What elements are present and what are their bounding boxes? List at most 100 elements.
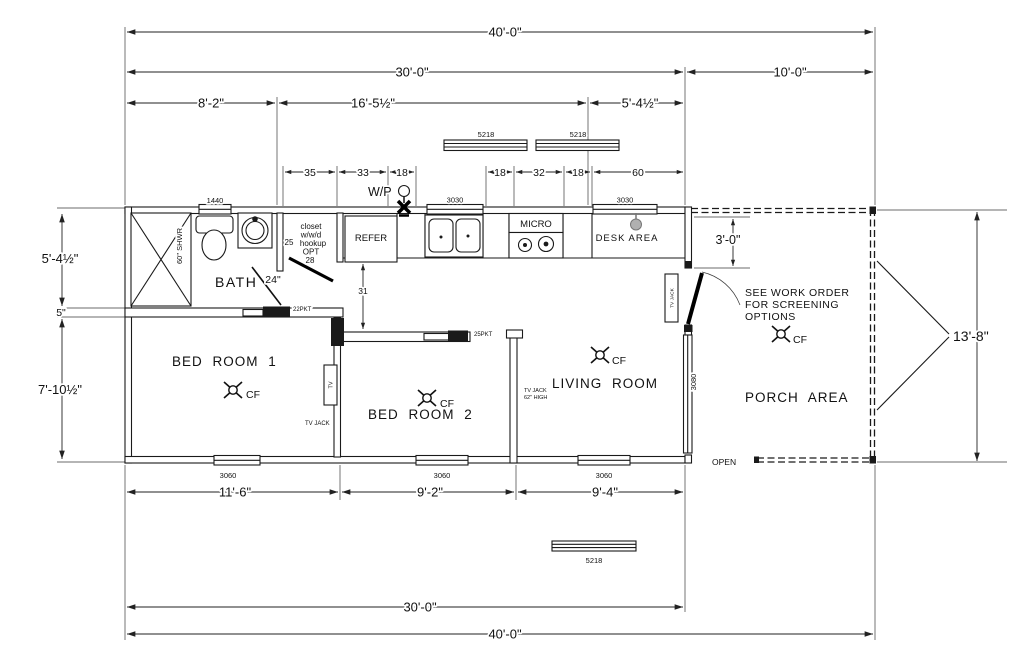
note-screening-2: FOR SCREENING (745, 299, 839, 311)
window-label-3060-bed1: 3060 (220, 471, 237, 480)
label-tv-jack-living-1: TV JACK (524, 388, 547, 394)
window-label-3060-living: 3060 (596, 471, 613, 480)
window-3060-bed2 (415, 454, 469, 466)
dim-bottom-bed1: 11'-6" (219, 485, 252, 500)
window-label-3030-sink: 3030 (447, 196, 464, 205)
dim-inch-33: 33 (357, 167, 369, 179)
dim-bottom-bed2: 9'-2" (417, 485, 443, 500)
dim-inch-18b: 18 (494, 167, 506, 179)
pocket-door-bed2 (423, 330, 468, 342)
dim-bottom-living: 9'-4" (592, 485, 618, 500)
window-5218-symbol-bottom (551, 540, 637, 552)
dim-main-bottom: 30'-0" (403, 600, 437, 615)
window-label-1440: 1440 (207, 196, 224, 205)
dim-inch-18a: 18 (396, 167, 408, 179)
dim-bath-door: 24" (265, 274, 281, 286)
dim-inch-35: 35 (304, 167, 316, 179)
room-label-bed2: BED ROOM 2 (368, 407, 473, 422)
room-label-desk-area: DESK AREA (596, 233, 659, 244)
closet-door (288, 256, 334, 283)
water-heater-symbol (396, 184, 412, 217)
room-label-porch: PORCH AREA (745, 390, 849, 405)
porch-post (754, 456, 759, 463)
window-label-3030-desk: 3030 (617, 196, 634, 205)
tv-label-rotated: TV (329, 381, 335, 388)
ceiling-fan-bed2 (417, 389, 437, 407)
dim-seg-desk: 5'-4½" (622, 96, 659, 111)
dimension-lines (59, 29, 980, 637)
room-label-bed1: BED ROOM 1 (172, 354, 277, 369)
label-tv-jack-bed1: TV JACK (305, 421, 330, 427)
window-label-5218-left: 5218 (478, 130, 495, 139)
dim-overall-top: 40'-0" (488, 25, 522, 40)
label-pocket-bed2: 25PKT (474, 332, 493, 338)
shower (130, 212, 192, 307)
ceiling-fan-living (590, 346, 610, 364)
label-cf-porch: CF (793, 334, 807, 346)
dim-seg-bath: 8'-2" (198, 96, 224, 111)
label-closet-5: 28 (306, 256, 315, 265)
pocket-door-bath (242, 306, 290, 318)
porch-gable-marker (876, 260, 950, 411)
porch-post (869, 206, 876, 214)
dim-porch-height: 13'-8" (953, 328, 989, 344)
desk-pendant-light (630, 213, 642, 231)
window-3030-desk (592, 203, 658, 215)
label-tv-jack-living-2: 62" HIGH (524, 395, 547, 401)
dim-closet-depth: 25 (285, 238, 294, 247)
dim-seg-kitchen: 16'-5½" (351, 96, 395, 111)
dim-porch-top: 10'-0" (773, 65, 807, 80)
dim-left-step: 5" (56, 307, 66, 319)
dim-porch-door: 3'-0" (716, 233, 741, 247)
dim-overall-bottom: 40'-0" (488, 627, 522, 642)
kitchen-sink (424, 214, 484, 258)
label-closet-4: OPT (303, 248, 320, 257)
dim-left-upper: 5'-4½" (42, 251, 79, 266)
room-label-bath: BATH (215, 274, 257, 290)
ceiling-fan-bed1 (223, 381, 243, 399)
bath-door (251, 266, 282, 306)
window-3030-sink (426, 203, 484, 215)
window-5218-symbol-left (443, 139, 528, 152)
window-label-5218-right: 5218 (570, 130, 587, 139)
ceiling-fan-porch (771, 325, 791, 343)
dim-left-lower: 7'-10½" (38, 382, 82, 397)
label-open: OPEN (712, 457, 736, 467)
label-shower: 60" SHWR (175, 227, 184, 264)
extension-lines (57, 27, 1007, 640)
label-closet-1: closet (301, 222, 323, 231)
range (508, 231, 564, 259)
label-closet-3: hookup (300, 239, 327, 248)
room-label-living: LIVING ROOM (552, 376, 658, 391)
window-label-3080: 3080 (689, 374, 698, 391)
tv-jack-label-rotated: TV JACK (670, 287, 676, 308)
label-cf-living: CF (612, 355, 626, 367)
porch-screen-walls (691, 206, 876, 464)
entry-door (684, 261, 741, 332)
label-refer: REFER (355, 233, 387, 244)
window-3080-porch-wall (682, 334, 693, 454)
label-pocket-bath: 22PKT (293, 307, 312, 313)
window-1440 (198, 203, 232, 215)
toilet (195, 215, 234, 261)
window-3060-bed1 (213, 454, 261, 466)
label-closet-2: w/w/d (300, 231, 321, 240)
lavatory-sink (237, 212, 273, 249)
note-screening-1: SEE WORK ORDER (745, 287, 849, 299)
label-cf-bed1: CF (246, 389, 260, 401)
wall-header (331, 318, 344, 346)
dim-main-top: 30'-0" (395, 65, 429, 80)
note-screening-3: OPTIONS (745, 311, 796, 323)
tv-niche-bed1: TV (323, 364, 338, 406)
refrigerator (344, 215, 398, 263)
window-3060-living (577, 454, 631, 466)
dim-hall-31: 31 (358, 286, 368, 296)
dim-inch-60: 60 (632, 167, 644, 179)
window-label-5218-bottom: 5218 (586, 556, 603, 565)
window-label-3060-bed2: 3060 (434, 471, 451, 480)
label-cf-bed2: CF (440, 398, 454, 410)
dim-inch-32: 32 (533, 167, 545, 179)
label-water-heater: W/P (368, 185, 392, 199)
